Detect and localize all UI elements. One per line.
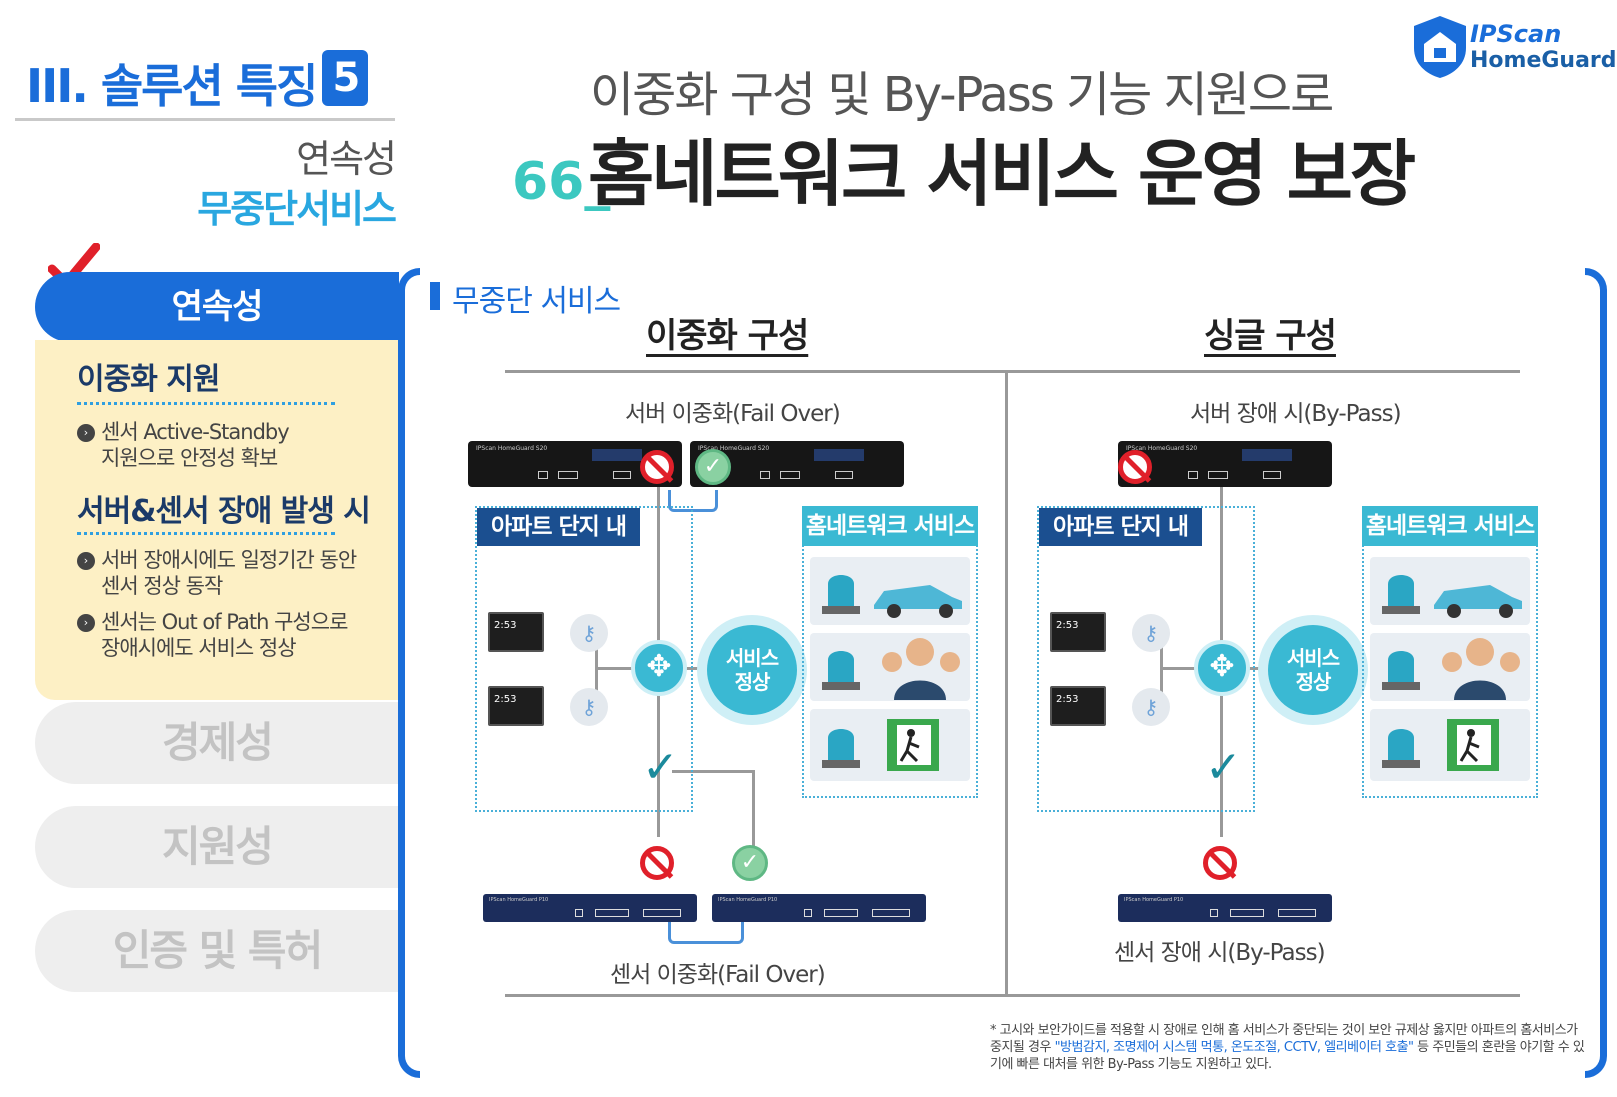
- caption-sensor-failover: 센서 이중화(Fail Over): [610, 962, 826, 988]
- shield-logo-icon: [1414, 16, 1466, 78]
- siren-icon: [822, 575, 860, 614]
- content-bracket-left: [398, 268, 420, 1078]
- tab-certification[interactable]: 인증 및 특허: [35, 910, 399, 992]
- connector-h: [1160, 667, 1200, 670]
- wallpad-device: 2:53: [1050, 612, 1106, 652]
- group-heading: 서버&센서 장애 발생 시: [77, 494, 371, 529]
- wallpad-device: 2:53: [488, 612, 544, 652]
- failure-icon: [640, 450, 674, 484]
- car-icon: [874, 585, 962, 618]
- arrow-bullet-icon: ›: [77, 424, 95, 442]
- failover-arrow-server: [668, 490, 718, 512]
- tab-support[interactable]: 지원성: [35, 806, 399, 888]
- zone-label: 아파트 단지 내: [1039, 508, 1202, 546]
- top-rule: [505, 370, 1520, 373]
- title-marker: [430, 282, 440, 310]
- ok-icon: ✓: [695, 449, 731, 485]
- service-label: 홈네트워크 서비스: [1362, 506, 1538, 546]
- main-title: 무중단 서비스: [452, 284, 621, 319]
- content-bracket-right: [1585, 268, 1607, 1078]
- dotted-divider: [77, 532, 335, 535]
- connector-bar: [1160, 630, 1163, 710]
- failure-icon: [1203, 846, 1237, 880]
- key-icon: ⚷: [1132, 688, 1170, 726]
- section-subtitle-1: 연속성: [296, 137, 397, 181]
- sensor-device-primary: IPScan HomeGuard P10: [483, 894, 697, 922]
- sensor-device-single: IPScan HomeGuard P10: [1118, 894, 1332, 922]
- service-label: 홈네트워크 서비스: [802, 506, 978, 546]
- car-icon: [1434, 585, 1522, 618]
- sensor-device-standby: IPScan HomeGuard P10: [712, 894, 926, 922]
- dotted-divider: [77, 402, 335, 405]
- caption-server-bypass: 서버 장애 시(By-Pass): [1190, 401, 1402, 427]
- continuity-panel: 이중화 지원 › 센서 Active-Standby 지원으로 안정성 확보 서…: [35, 340, 399, 700]
- siren-icon: [1382, 575, 1420, 614]
- key-icon: ⚷: [570, 688, 608, 726]
- siren-icon: [1382, 651, 1420, 690]
- logo-product: HomeGuard: [1470, 48, 1617, 73]
- zone-apartment: [1037, 506, 1255, 812]
- siren-icon: [1382, 729, 1420, 768]
- key-icon: ⚷: [570, 614, 608, 652]
- server-device-single: IPScan HomeGuard S20: [1118, 441, 1332, 487]
- tab-economy[interactable]: 경제성: [35, 702, 399, 784]
- ok-icon: ✓: [732, 845, 768, 881]
- headline-line2: 홈네트워크 서비스 운영 보장: [588, 132, 1416, 216]
- exit-icon: [1447, 719, 1499, 771]
- footnote: * 고시와 보안가이드를 적용할 시 장애로 인해 홈 서비스가 중단되는 것이…: [990, 1023, 1585, 1072]
- pass-check-icon: ✓: [642, 742, 679, 793]
- column-divider: [1005, 372, 1008, 994]
- bottom-rule: [505, 994, 1520, 997]
- people-icon: [882, 638, 960, 700]
- wallpad-device: 2:53: [1050, 686, 1106, 726]
- wallpad-device: 2:53: [488, 686, 544, 726]
- failure-icon: [640, 846, 674, 880]
- connector-bar: [595, 630, 598, 710]
- section-subtitle-2: 무중단서비스: [197, 187, 397, 231]
- group-heading: 이중화 지원: [77, 362, 220, 397]
- tab-continuity[interactable]: 연속성: [35, 272, 399, 342]
- section-number: 5: [322, 50, 369, 106]
- network-hub-icon: ✥: [1194, 640, 1250, 696]
- connector-h: [672, 770, 754, 773]
- zone-apartment: [475, 506, 693, 812]
- service-normal-badge: 서비스 정상: [707, 625, 797, 715]
- headline-line1: 이중화 구성 및 By-Pass 기능 지원으로: [590, 67, 1334, 123]
- pass-check-icon: ✓: [1205, 742, 1242, 793]
- quote-mark: 66_: [512, 152, 611, 212]
- failover-arrow-sensor: [668, 922, 744, 944]
- group-item: 센서 Active-Standby 지원으로 안정성 확보: [101, 420, 290, 470]
- service-normal-badge: 서비스 정상: [1268, 625, 1358, 715]
- failure-icon: [1118, 450, 1152, 484]
- arrow-bullet-icon: ›: [77, 552, 95, 570]
- key-icon: ⚷: [1132, 614, 1170, 652]
- heading-redundant: 이중화 구성: [646, 316, 809, 356]
- caption-server-failover: 서버 이중화(Fail Over): [625, 401, 841, 427]
- arrow-bullet-icon: ›: [77, 614, 95, 632]
- group-item: 서버 장애시에도 일정기간 동안 센서 정상 동작: [101, 548, 357, 598]
- siren-icon: [822, 729, 860, 768]
- network-hub-icon: ✥: [631, 640, 687, 696]
- people-icon: [1442, 638, 1520, 700]
- caption-sensor-bypass: 센서 장애 시(By-Pass): [1114, 940, 1326, 966]
- connector-h: [595, 667, 635, 670]
- group-item: 센서는 Out of Path 구성으로 장애시에도 서비스 정상: [101, 610, 348, 660]
- footnote-highlight: "방범감지, 조명제어 시스템 먹통, 온도조절, CCTV, 엘리베이터 호출…: [1054, 1040, 1414, 1055]
- exit-icon: [887, 719, 939, 771]
- siren-icon: [822, 651, 860, 690]
- section-divider: [15, 118, 395, 121]
- connector-v: [752, 770, 755, 862]
- heading-single: 싱글 구성: [1204, 316, 1337, 356]
- zone-label: 아파트 단지 내: [477, 508, 640, 546]
- logo-brand: IPScan: [1470, 20, 1562, 48]
